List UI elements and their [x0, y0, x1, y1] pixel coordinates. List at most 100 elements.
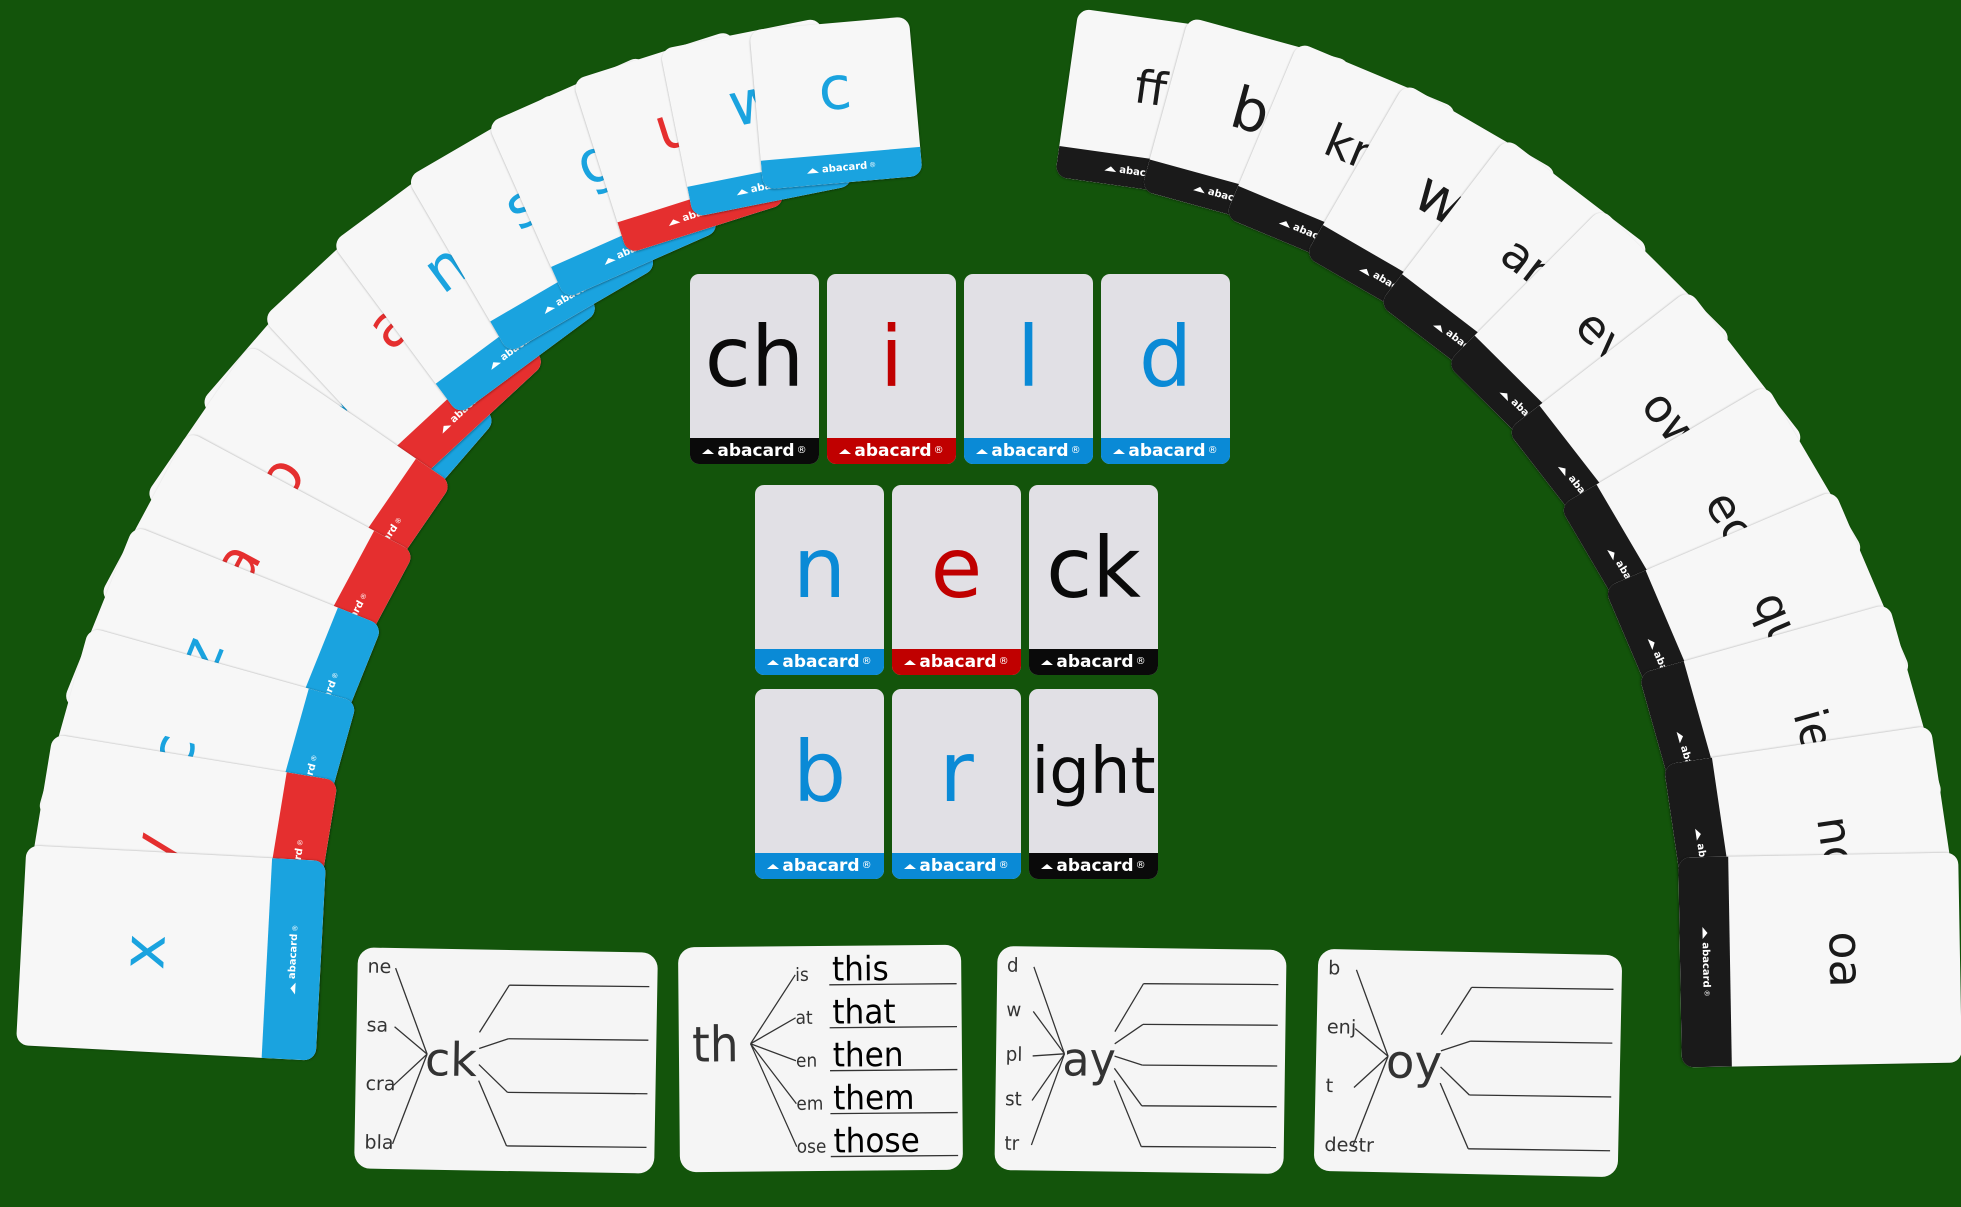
graduation-cap-icon	[488, 358, 501, 371]
graduation-cap-icon	[1278, 219, 1292, 229]
graduation-cap-icon	[667, 217, 681, 227]
answer-line	[830, 1068, 958, 1072]
spoke-line	[1440, 1066, 1470, 1096]
prefix-label: ose	[797, 1137, 827, 1158]
prefix-label: em	[796, 1094, 823, 1115]
connector-line	[1033, 966, 1066, 1055]
registered-mark: ®	[869, 161, 877, 170]
tile-brand-strip: abacard®	[1101, 438, 1230, 464]
tile-face: e	[892, 485, 1021, 650]
card-letter: c	[815, 52, 855, 126]
registered-mark: ®	[1070, 445, 1081, 456]
answer-line[interactable]	[1469, 1094, 1612, 1098]
registered-mark: ®	[358, 591, 370, 602]
registered-mark: ®	[290, 924, 300, 932]
abacard-logo-text: abacard	[919, 855, 997, 876]
spoke-line	[1114, 1023, 1144, 1045]
tile-face: l	[964, 274, 1093, 439]
tile-face: n	[755, 485, 884, 650]
tile-brand-strip: abacard®	[1029, 649, 1158, 675]
answer-line[interactable]	[1142, 1064, 1278, 1067]
center-phonogram: ay	[1062, 1032, 1116, 1087]
connector-line	[750, 974, 796, 1045]
abacard-logo-text: abacard	[717, 440, 795, 461]
abacard-logo-text: abacard	[821, 160, 869, 176]
connector-line	[750, 1043, 797, 1062]
center-phonogram: ck	[425, 1032, 478, 1087]
graduation-cap-icon	[1358, 264, 1372, 276]
abacard-logo-text: abacard	[919, 651, 997, 672]
tile-brand-strip: abacard®	[690, 438, 819, 464]
graduation-cap-icon	[904, 659, 917, 665]
graduation-cap-icon	[904, 863, 917, 869]
tile-brand-strip: abacard®	[827, 438, 956, 464]
prefix-label: tr	[1004, 1133, 1019, 1155]
registered-mark: ®	[296, 838, 306, 847]
graduation-cap-icon	[736, 188, 749, 196]
spoke-line	[1113, 1067, 1143, 1107]
tile-letter: b	[792, 722, 847, 821]
answer-word: those	[833, 1121, 920, 1161]
answer-line[interactable]	[1470, 1040, 1613, 1044]
tile-letter: i	[879, 307, 904, 406]
card-face: c	[751, 26, 920, 152]
abacard-logo-text: abacard	[782, 855, 860, 876]
card-face: oa	[1745, 853, 1945, 1066]
spoke-line	[479, 1038, 509, 1050]
answer-line[interactable]	[1141, 1105, 1277, 1108]
answer-line[interactable]	[1142, 1023, 1278, 1026]
answer-line[interactable]	[1143, 983, 1279, 986]
connector-line	[394, 1026, 428, 1055]
tile-brand-strip: abacard®	[964, 438, 1093, 464]
prefix-label: d	[1007, 955, 1019, 977]
letter-tile-i[interactable]: i abacard®	[827, 274, 956, 464]
tile-letter: n	[792, 518, 847, 617]
letter-tile-b[interactable]: b abacard®	[755, 689, 884, 879]
prefix-label: bla	[364, 1131, 393, 1154]
card-letter: ff	[1131, 59, 1171, 117]
registered-mark: ®	[861, 860, 872, 871]
prefix-label: st	[1005, 1089, 1022, 1111]
graduation-cap-icon	[543, 303, 556, 314]
connector-line	[1353, 1055, 1389, 1089]
tile-face: b	[755, 689, 884, 854]
graduation-cap-icon	[1647, 637, 1657, 651]
spoke-line	[478, 1080, 508, 1147]
answer-line[interactable]	[1141, 1145, 1277, 1149]
prefix-label: b	[1328, 956, 1341, 979]
registered-mark: ®	[330, 671, 341, 681]
graduation-cap-icon	[1432, 321, 1446, 333]
answer-line[interactable]	[1471, 986, 1614, 990]
registered-mark: ®	[861, 656, 872, 667]
spoke-line	[1114, 983, 1145, 1032]
answer-word: them	[833, 1078, 915, 1118]
graduation-cap-icon	[1701, 926, 1708, 939]
spoke-line	[1440, 1040, 1471, 1052]
graduation-cap-icon	[767, 863, 780, 869]
answer-line[interactable]	[508, 1038, 649, 1041]
letter-card-c[interactable]: c abacard®	[749, 16, 924, 191]
answer-line[interactable]	[509, 984, 650, 988]
answer-line[interactable]	[1468, 1148, 1611, 1152]
connector-line	[1354, 1028, 1389, 1057]
answer-word: that	[832, 992, 896, 1032]
prefix-label: t	[1325, 1074, 1333, 1097]
answer-line[interactable]	[507, 1091, 648, 1095]
registered-mark: ®	[998, 860, 1009, 871]
answer-line[interactable]	[506, 1145, 647, 1149]
prefix-label: sa	[366, 1014, 388, 1036]
